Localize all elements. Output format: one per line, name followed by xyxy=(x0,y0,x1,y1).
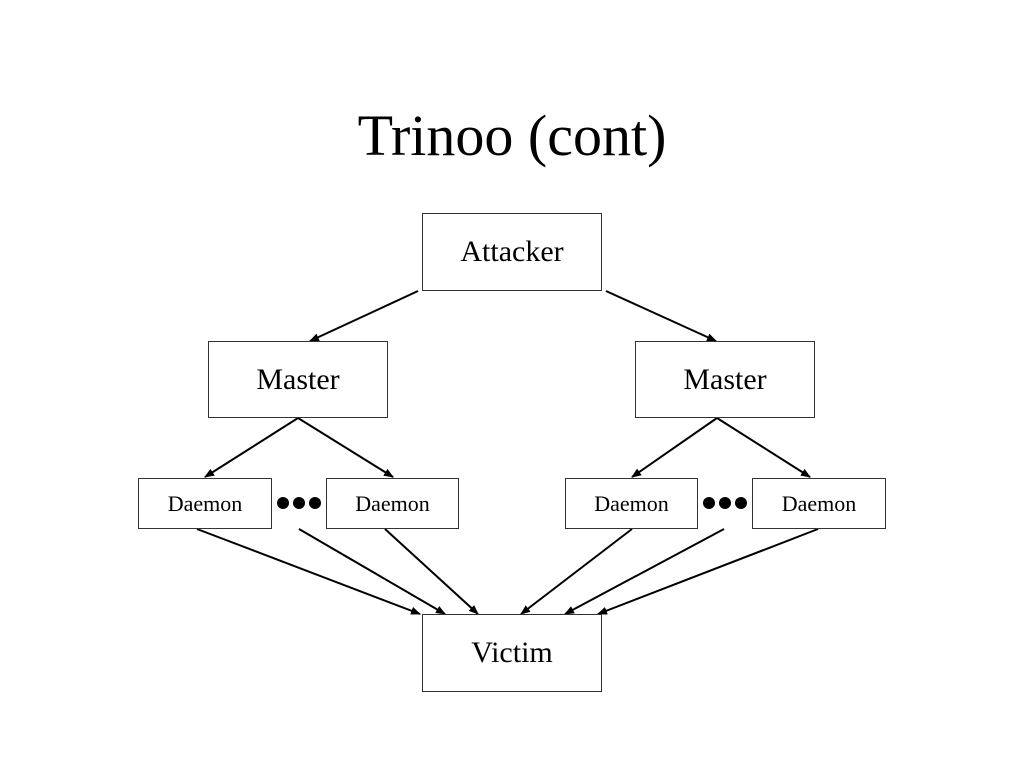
arrow-daemon-2-to-victim xyxy=(384,528,479,615)
attacker-node: Attacker xyxy=(422,213,602,291)
dot xyxy=(293,497,305,509)
dot xyxy=(277,497,289,509)
dot xyxy=(703,497,715,509)
dot xyxy=(735,497,747,509)
daemon-node-3: Daemon xyxy=(565,478,698,529)
arrow-master-right-to-daemon-4 xyxy=(716,417,811,478)
slide-title: Trinoo (cont) xyxy=(357,103,667,168)
arrow-daemon-1-to-victim xyxy=(196,528,421,615)
arrow-daemon-3-to-victim xyxy=(520,528,633,615)
daemon-node-1: Daemon xyxy=(138,478,272,529)
arrow-attacker-to-master-right xyxy=(605,290,717,342)
arrow-attacker-to-master-left xyxy=(309,290,419,342)
arrow-dots-left-to-victim xyxy=(298,528,446,615)
victim-node: Victim xyxy=(422,614,602,692)
ellipsis-dots-left xyxy=(277,497,321,509)
dot xyxy=(719,497,731,509)
daemon-node-2: Daemon xyxy=(326,478,459,529)
arrow-dots-right-to-victim xyxy=(564,528,725,615)
master-node-right: Master xyxy=(635,341,815,418)
arrow-master-left-to-daemon-2 xyxy=(297,417,394,478)
master-node-left: Master xyxy=(208,341,388,418)
arrow-daemon-4-to-victim xyxy=(597,528,819,615)
arrow-master-left-to-daemon-1 xyxy=(204,417,299,478)
ellipsis-dots-right xyxy=(703,497,747,509)
arrow-master-right-to-daemon-3 xyxy=(631,417,718,478)
dot xyxy=(309,497,321,509)
daemon-node-4: Daemon xyxy=(752,478,886,529)
